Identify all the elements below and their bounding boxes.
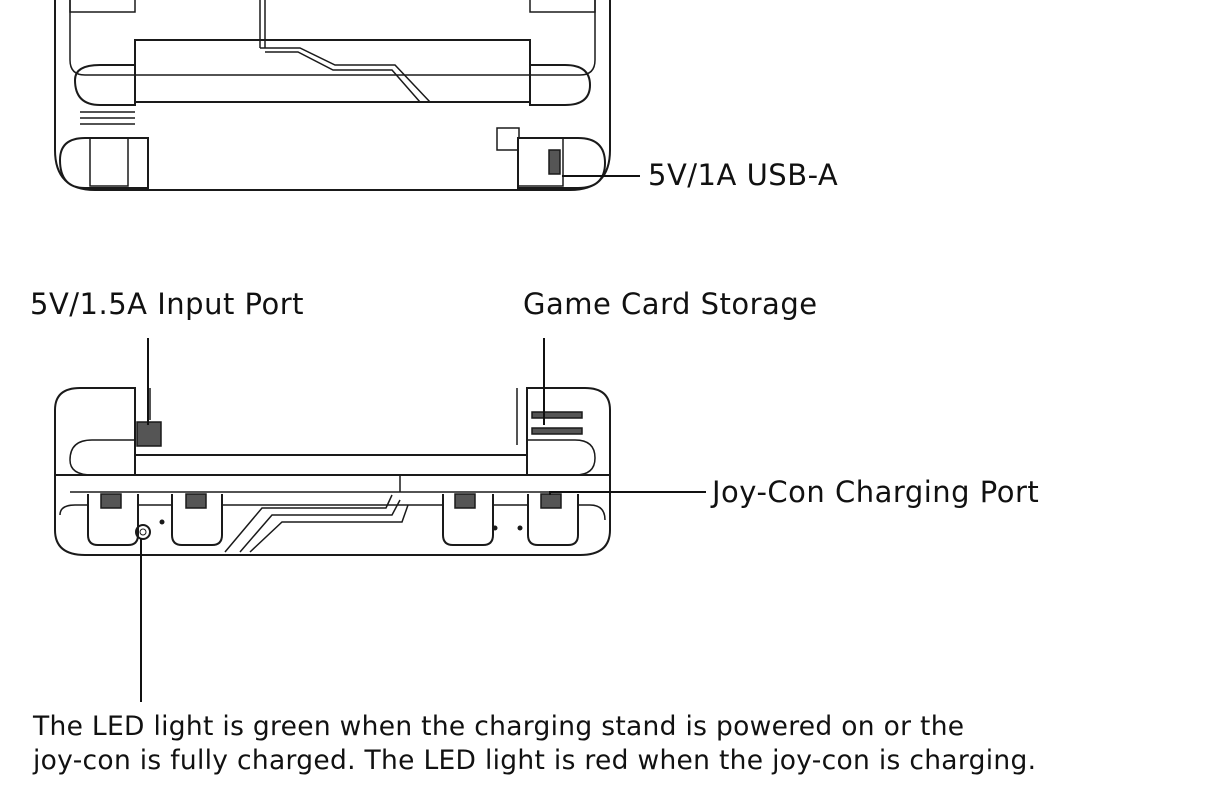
led-indicator bbox=[135, 524, 151, 540]
led-note-line-2: joy-con is fully charged. The LED light … bbox=[33, 745, 1037, 776]
game-card-storage-label: Game Card Storage bbox=[523, 287, 818, 321]
usb-a-label: 5V/1A USB-A bbox=[648, 158, 839, 192]
stand-front-view bbox=[54, 387, 611, 556]
joycon-port-leader-line bbox=[549, 491, 706, 495]
joycon-charging-port bbox=[540, 493, 562, 509]
led-note: The LED light is green when the charging… bbox=[33, 710, 1203, 778]
usb-a-port bbox=[548, 149, 561, 175]
joycon-charging-port-label: Joy-Con Charging Port bbox=[712, 475, 1040, 509]
game-card-slot bbox=[531, 427, 583, 435]
input-port-label: 5V/1.5A Input Port bbox=[30, 287, 305, 321]
game-card-slot bbox=[531, 411, 583, 419]
input-port bbox=[136, 421, 162, 447]
led-note-line-1: The LED light is green when the charging… bbox=[33, 711, 965, 742]
stand-top-view bbox=[54, 0, 611, 191]
